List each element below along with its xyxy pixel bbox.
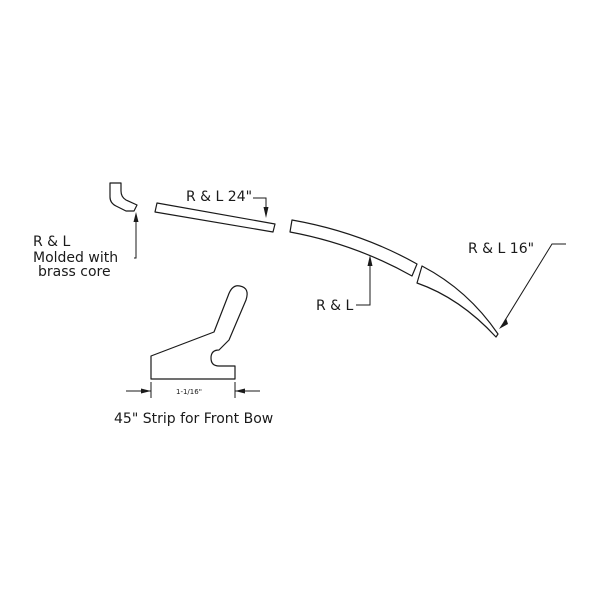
straight-24-leader-arrow (263, 207, 269, 218)
dimension-label: 1-1/16" (176, 388, 202, 396)
front-bow-strip-profile (150, 285, 248, 380)
curved-mid-label: R & L (316, 298, 354, 314)
molded-label-line1: R & L (33, 234, 71, 250)
curved-16-leader (503, 243, 566, 323)
molded-label-line2: Molded with (33, 250, 118, 266)
molded-leader (134, 214, 137, 259)
dimension-arrow-right (235, 388, 245, 394)
curved-mid-leader (356, 260, 371, 306)
curved-strip-middle (289, 219, 418, 277)
straight-strip-24 (154, 202, 276, 233)
curved-strip-16 (416, 265, 499, 338)
curved-mid-leader-arrow (367, 255, 373, 266)
curved-16-label: R & L 16" (468, 241, 534, 257)
molded-leader-arrow (133, 212, 139, 222)
straight-24-leader (253, 197, 267, 214)
diagram-caption: 45" Strip for Front Bow (114, 411, 273, 427)
curved-16-leader-arrow (499, 318, 508, 329)
molded-label-line3: brass core (38, 264, 111, 280)
molded-corner-piece (109, 182, 138, 212)
straight-24-label: R & L 24" (186, 189, 252, 205)
dimension-arrow-left (141, 388, 151, 394)
